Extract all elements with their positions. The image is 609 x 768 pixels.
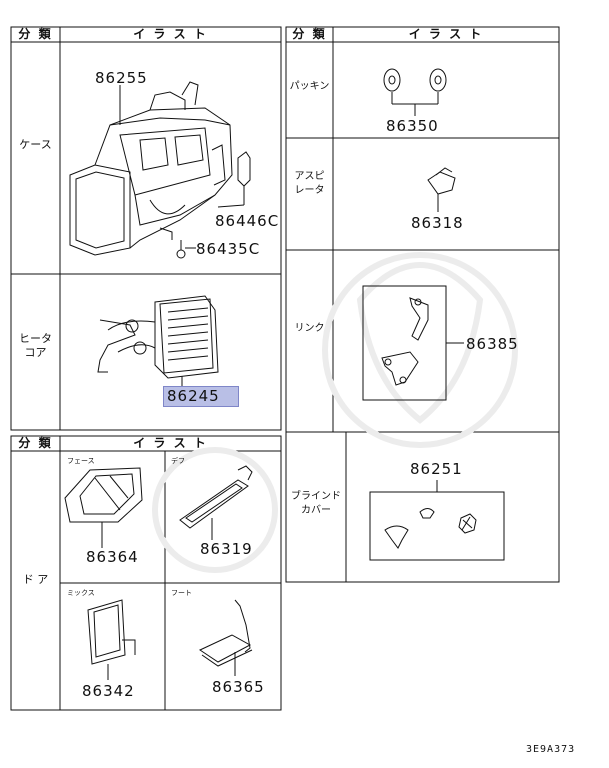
- category-aspirator: アスピ レータ: [294, 171, 325, 196]
- blind-cover-box: [369, 491, 505, 561]
- label-def: デフ: [171, 457, 185, 465]
- category-link: リンク: [294, 323, 325, 334]
- case-assembly-drawing: [69, 81, 233, 256]
- part-number-86245[interactable]: 86245: [167, 387, 220, 405]
- label-mix: ミックス: [67, 589, 95, 597]
- label-face: フェース: [67, 457, 95, 465]
- face-door-drawing: [64, 467, 143, 548]
- label-foot: フート: [171, 589, 192, 597]
- diagram-code: 3E9A373: [526, 744, 576, 755]
- right-header-category: 分 類: [292, 27, 327, 41]
- part-highlight-86245: [163, 386, 239, 407]
- part-number-86364[interactable]: 86364: [86, 548, 139, 566]
- left-header-category: 分 類: [18, 27, 53, 41]
- left-header-illust: イ ラ ス ト: [133, 27, 208, 41]
- right-table-frame: [285, 26, 560, 583]
- category-blind-cover: ブラインド カバー: [291, 491, 341, 516]
- watermark-seal: [152, 252, 518, 573]
- part-number-86446c[interactable]: 86446C: [215, 212, 280, 230]
- part-number-86385[interactable]: 86385: [466, 335, 519, 353]
- packing-drawing: [383, 68, 447, 116]
- part-number-86255[interactable]: 86255: [95, 69, 148, 87]
- clip-86446c-drawing: [217, 151, 251, 208]
- left-table-frame: [10, 26, 282, 431]
- part-number-86365[interactable]: 86365: [212, 678, 265, 696]
- part-number-86318[interactable]: 86318: [411, 214, 464, 232]
- part-number-86350[interactable]: 86350: [386, 117, 439, 135]
- category-heater-core: ヒータ コア: [19, 332, 52, 359]
- door-header-illust: イ ラ ス ト: [133, 436, 208, 450]
- foot-door-drawing: [198, 599, 253, 676]
- screw-86435c-drawing: [176, 240, 196, 259]
- door-header-category: 分 類: [18, 436, 53, 450]
- part-number-86251[interactable]: 86251: [410, 460, 463, 478]
- def-door-drawing: [179, 465, 253, 540]
- right-header-illust: イ ラ ス ト: [408, 27, 484, 41]
- category-packing: パッキン: [289, 81, 330, 92]
- part-number-86319[interactable]: 86319: [200, 540, 253, 558]
- door-table-frame: [10, 435, 282, 711]
- aspirator-drawing: [427, 167, 456, 212]
- part-number-86342[interactable]: 86342: [82, 682, 135, 700]
- blind-cover-drawing: [384, 480, 477, 549]
- category-case: ケース: [19, 138, 52, 151]
- link-drawing: [381, 297, 464, 386]
- heater-core-drawing: [97, 295, 219, 387]
- part-number-86435c[interactable]: 86435C: [196, 240, 261, 258]
- mix-door-drawing: [87, 599, 136, 680]
- category-door: ド ア: [22, 573, 49, 586]
